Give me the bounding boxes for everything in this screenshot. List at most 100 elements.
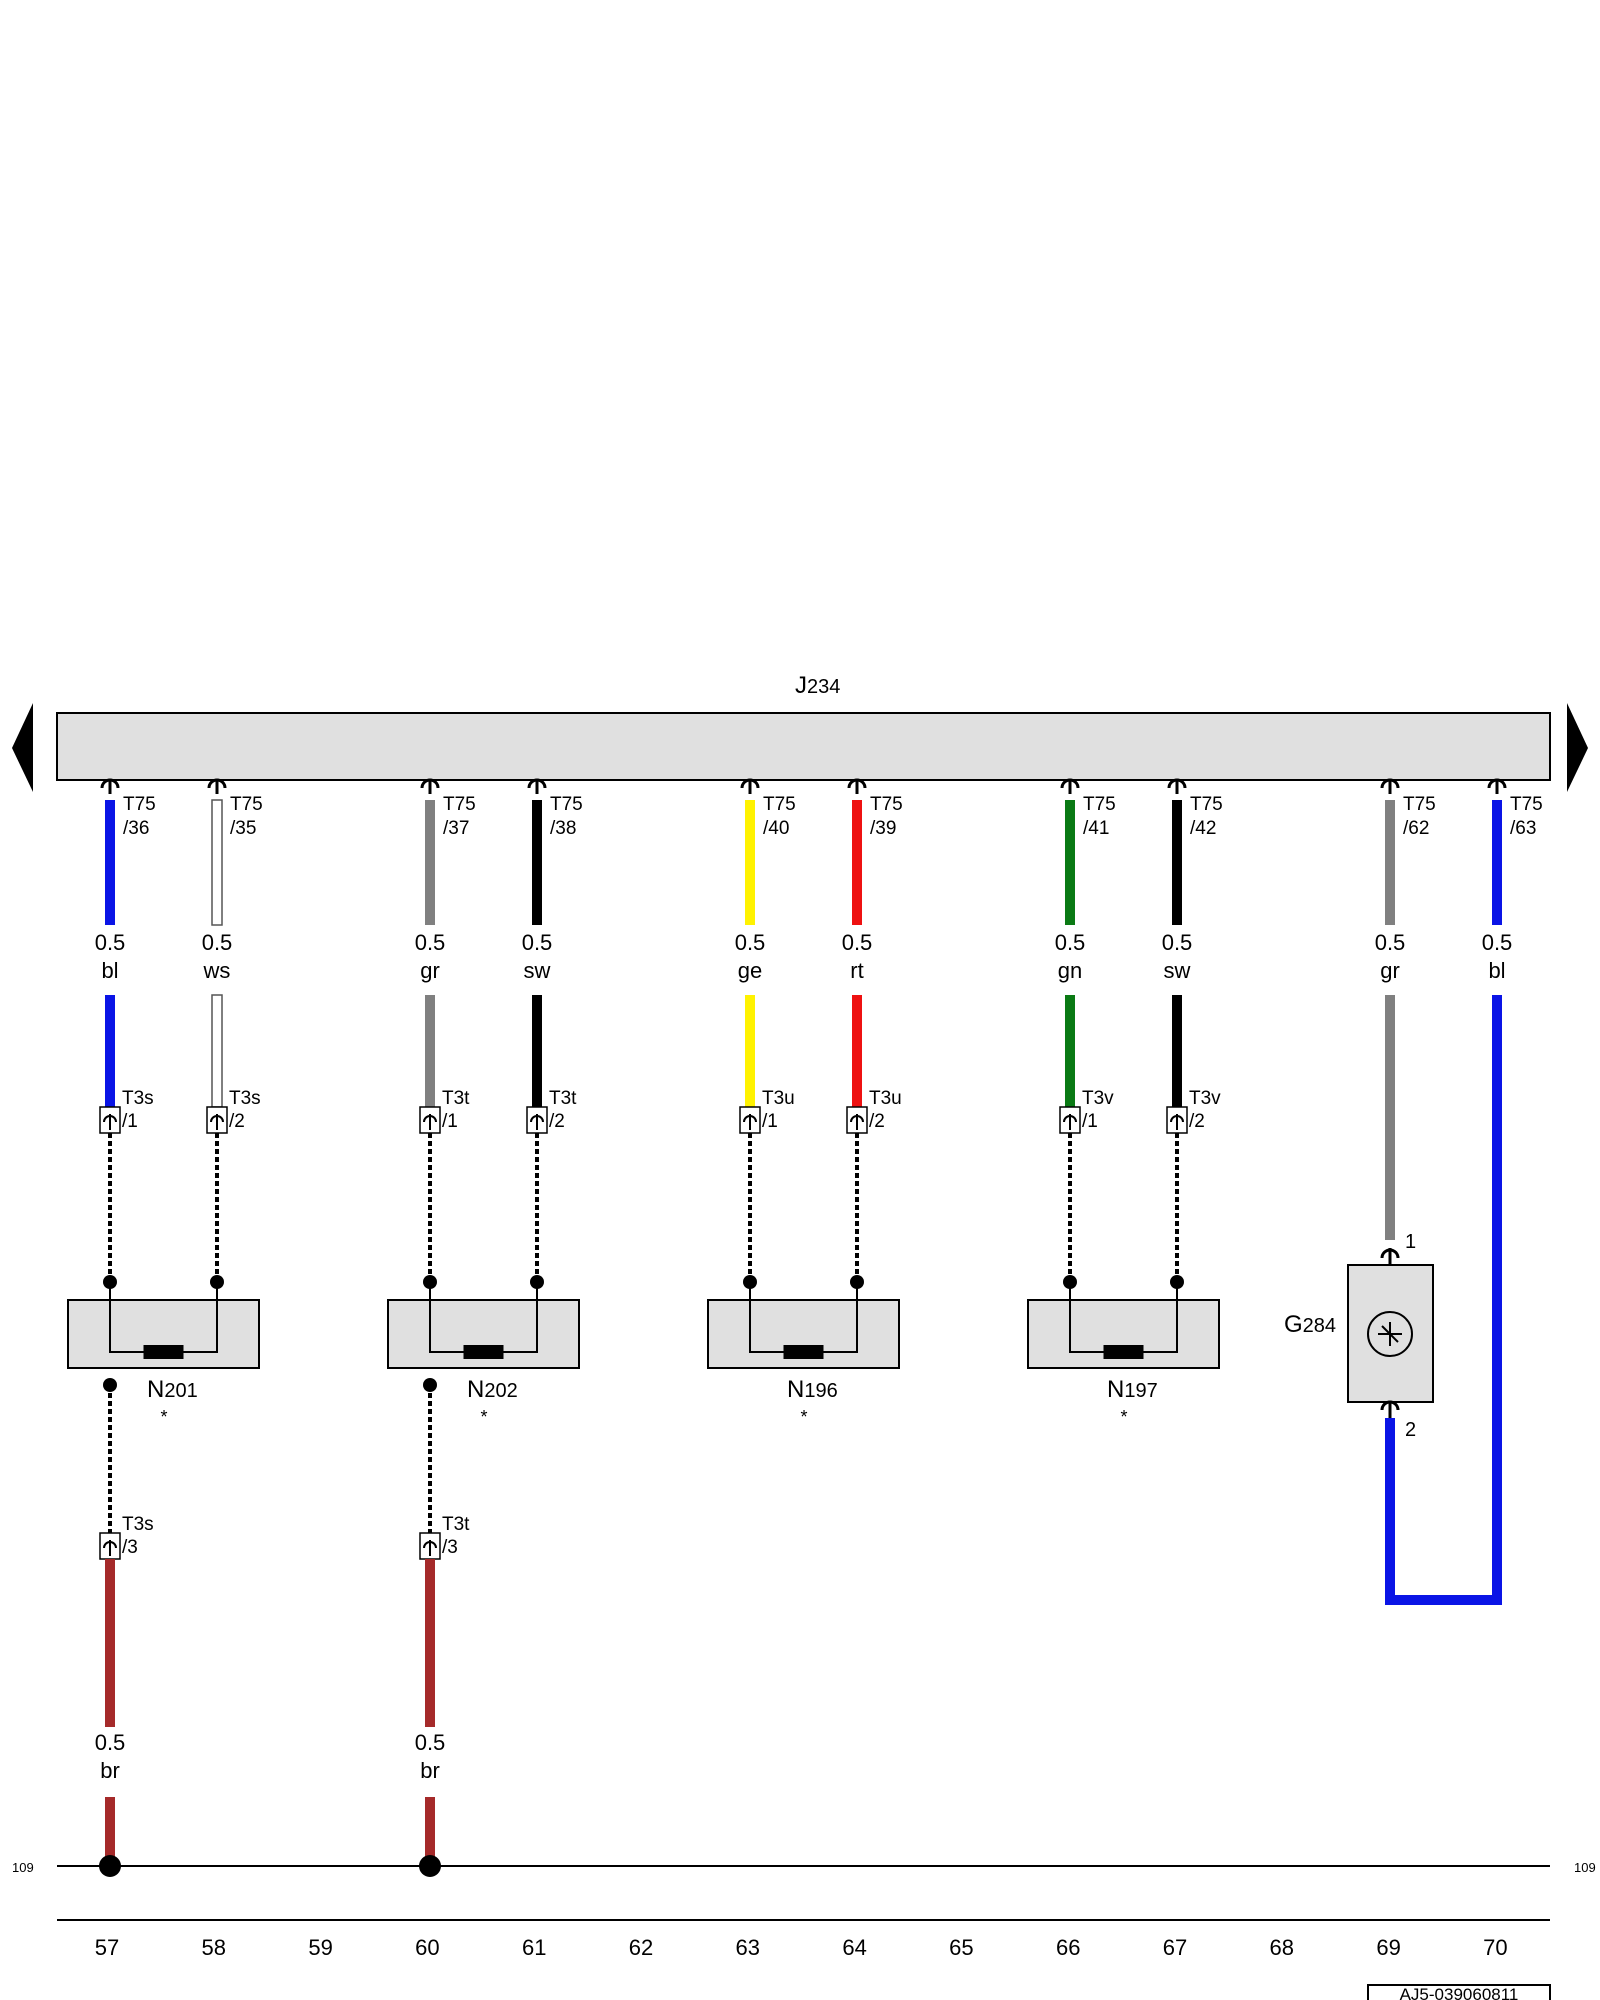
wire-bl-return-loop	[1385, 995, 1502, 1605]
connector-label: T3s	[122, 1088, 154, 1109]
wire-size: 0.5	[522, 930, 553, 955]
column-number: 70	[1483, 1935, 1507, 1960]
connector-label: T3s	[229, 1088, 261, 1109]
pin-label: T75	[123, 794, 156, 815]
pin-number: /40	[763, 818, 789, 839]
wire-color-code: bl	[1488, 958, 1505, 983]
wire-size: 0.5	[95, 930, 126, 955]
pin-number: /63	[1510, 818, 1536, 839]
wire-color-code: gn	[1058, 958, 1082, 983]
left-continuation-arrow	[12, 703, 33, 792]
pin-label: T75	[550, 794, 583, 815]
sensor-symbol-line	[1381, 1325, 1399, 1343]
wire-color-code: gr	[1380, 958, 1400, 983]
pin-label: T75	[1190, 794, 1223, 815]
wire-color-code: ws	[203, 958, 231, 983]
valve-label: N196	[787, 1376, 838, 1403]
wire-size: 0.5	[415, 1730, 446, 1755]
connector-pin: /2	[1189, 1111, 1205, 1132]
wire-color-code: bl	[101, 958, 118, 983]
column-number: 58	[202, 1935, 226, 1960]
control-unit-label: J234	[795, 672, 840, 699]
column-number: 60	[415, 1935, 439, 1960]
pin-number: /35	[230, 818, 256, 839]
valve-note: *	[480, 1407, 487, 1427]
pin-label: T75	[1510, 794, 1543, 815]
wire-color-code: br	[420, 1758, 440, 1783]
column-number: 65	[949, 1935, 973, 1960]
ground-line-ref-right: 109	[1574, 1860, 1596, 1875]
right-continuation-arrow	[1567, 703, 1588, 792]
column-number: 61	[522, 1935, 546, 1960]
connector-pin: /2	[229, 1111, 245, 1132]
pin-label: T75	[1083, 794, 1116, 815]
connector-label: T3v	[1189, 1088, 1221, 1109]
column-number: 57	[95, 1935, 119, 1960]
valve-note: *	[1120, 1407, 1127, 1427]
valve-label: N201	[147, 1376, 198, 1403]
connector-pin: /1	[1082, 1111, 1098, 1132]
connector-label: T3u	[869, 1088, 902, 1109]
doc-ref-box	[1367, 1984, 1551, 2000]
wire-size: 0.5	[1375, 930, 1406, 955]
connector-pin: /2	[869, 1111, 885, 1132]
pin-label: T75	[870, 794, 903, 815]
column-number: 62	[629, 1935, 653, 1960]
column-number: 68	[1270, 1935, 1294, 1960]
wire-size: 0.5	[95, 1730, 126, 1755]
pin-label: T75	[443, 794, 476, 815]
pin-number: /39	[870, 818, 896, 839]
control-unit-box	[56, 712, 1551, 781]
wire-color-code: br	[100, 1758, 120, 1783]
wire-size: 0.5	[735, 930, 766, 955]
connector-pin: /3	[442, 1537, 458, 1558]
column-number: 63	[736, 1935, 760, 1960]
wire-ws	[211, 994, 223, 1108]
pin-number: /37	[443, 818, 469, 839]
doc-ref: AJ5-039060811	[1400, 1985, 1519, 2000]
pin-number: /36	[123, 818, 149, 839]
connector-pin: /1	[762, 1111, 778, 1132]
pin-label: T75	[230, 794, 263, 815]
ground-line-ref-left: 109	[12, 1860, 34, 1875]
sensor-symbol	[1367, 1311, 1413, 1357]
column-number: 67	[1163, 1935, 1187, 1960]
sensor-label: G284	[1284, 1311, 1336, 1338]
connector-label: T3t	[549, 1088, 577, 1109]
wire-size: 0.5	[1162, 930, 1193, 955]
valve-label: N197	[1107, 1376, 1158, 1403]
pin-number: /62	[1403, 818, 1429, 839]
wire-size: 0.5	[415, 930, 446, 955]
wire-color-code: gr	[420, 958, 440, 983]
connector-label: T3u	[762, 1088, 795, 1109]
wire-size: 0.5	[842, 930, 873, 955]
valve-note: *	[160, 1407, 167, 1427]
valve-label: N202	[467, 1376, 518, 1403]
pin-number: /42	[1190, 818, 1216, 839]
connector-label: T3s	[122, 1514, 154, 1535]
wire-ws	[211, 799, 223, 926]
pin-number: /38	[550, 818, 576, 839]
connector-label: T3v	[1082, 1088, 1114, 1109]
connector-pin: /3	[122, 1537, 138, 1558]
connector-label: T3t	[442, 1088, 470, 1109]
wire-size: 0.5	[202, 930, 233, 955]
sensor-pin-1-label: 1	[1405, 1231, 1416, 1253]
column-number: 59	[308, 1935, 332, 1960]
pin-number: /41	[1083, 818, 1109, 839]
valve-coil	[463, 1345, 504, 1359]
wire-size: 0.5	[1482, 930, 1513, 955]
wire-color-code: sw	[1164, 958, 1191, 983]
connector-pin: /2	[549, 1111, 565, 1132]
pin-label: T75	[763, 794, 796, 815]
column-number: 66	[1056, 1935, 1080, 1960]
connector-label: T3t	[442, 1514, 470, 1535]
connector-pin: /1	[122, 1111, 138, 1132]
connector-pin: /1	[442, 1111, 458, 1132]
valve-note: *	[800, 1407, 807, 1427]
valve-coil	[783, 1345, 824, 1359]
wire-color-code: rt	[850, 958, 863, 983]
